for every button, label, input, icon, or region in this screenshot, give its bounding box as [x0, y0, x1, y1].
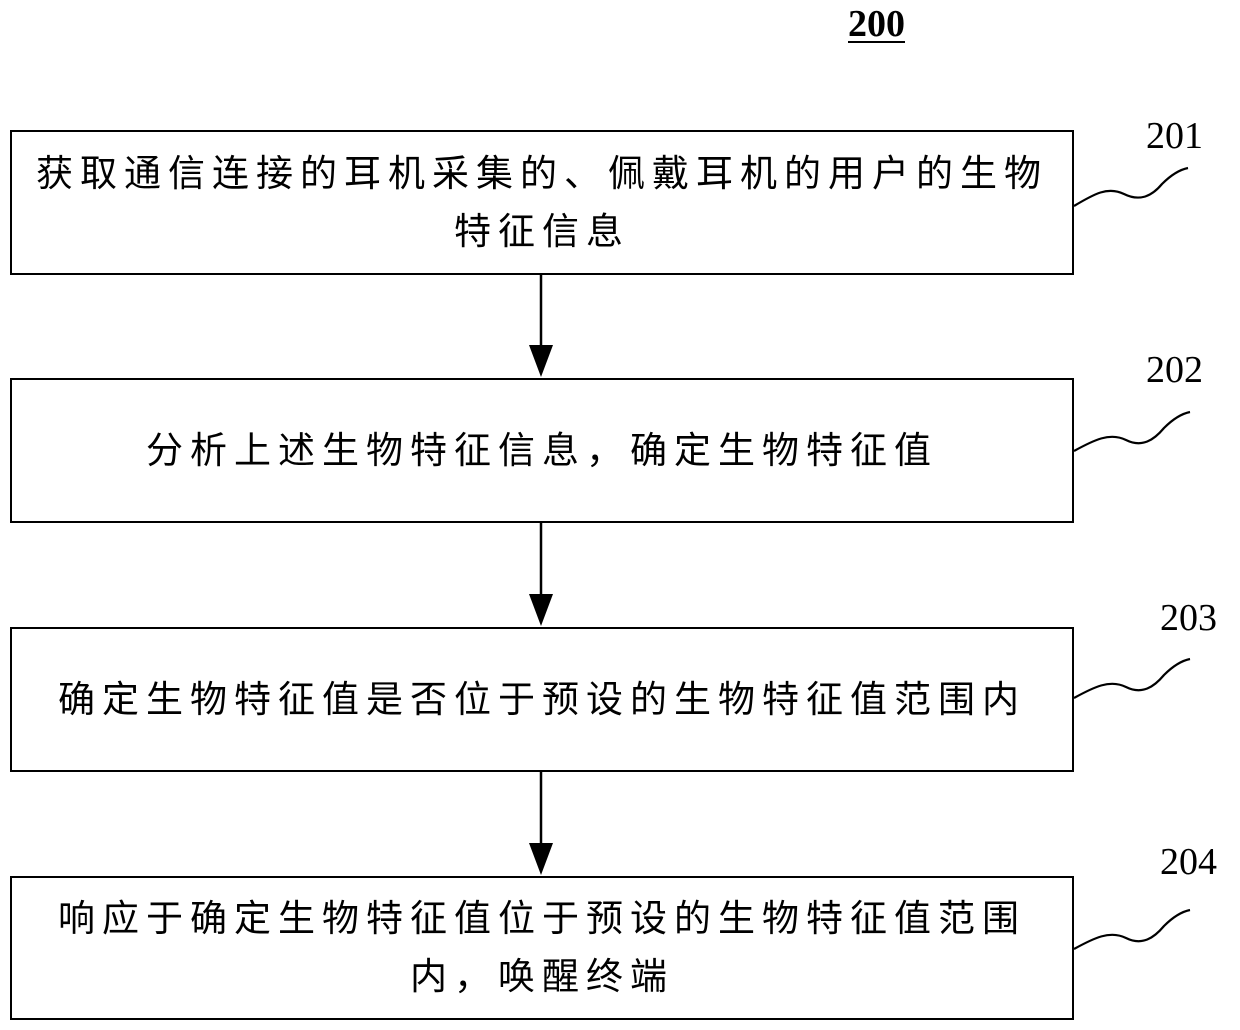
flow-arrow-202-203 — [529, 523, 553, 626]
leader-line-202 — [1074, 412, 1190, 451]
flow-arrow-203-204 — [529, 772, 553, 875]
leader-line-201 — [1074, 168, 1188, 206]
leader-line-203 — [1074, 659, 1190, 698]
flow-arrow-201-202 — [529, 275, 553, 377]
leader-line-204 — [1074, 910, 1190, 949]
